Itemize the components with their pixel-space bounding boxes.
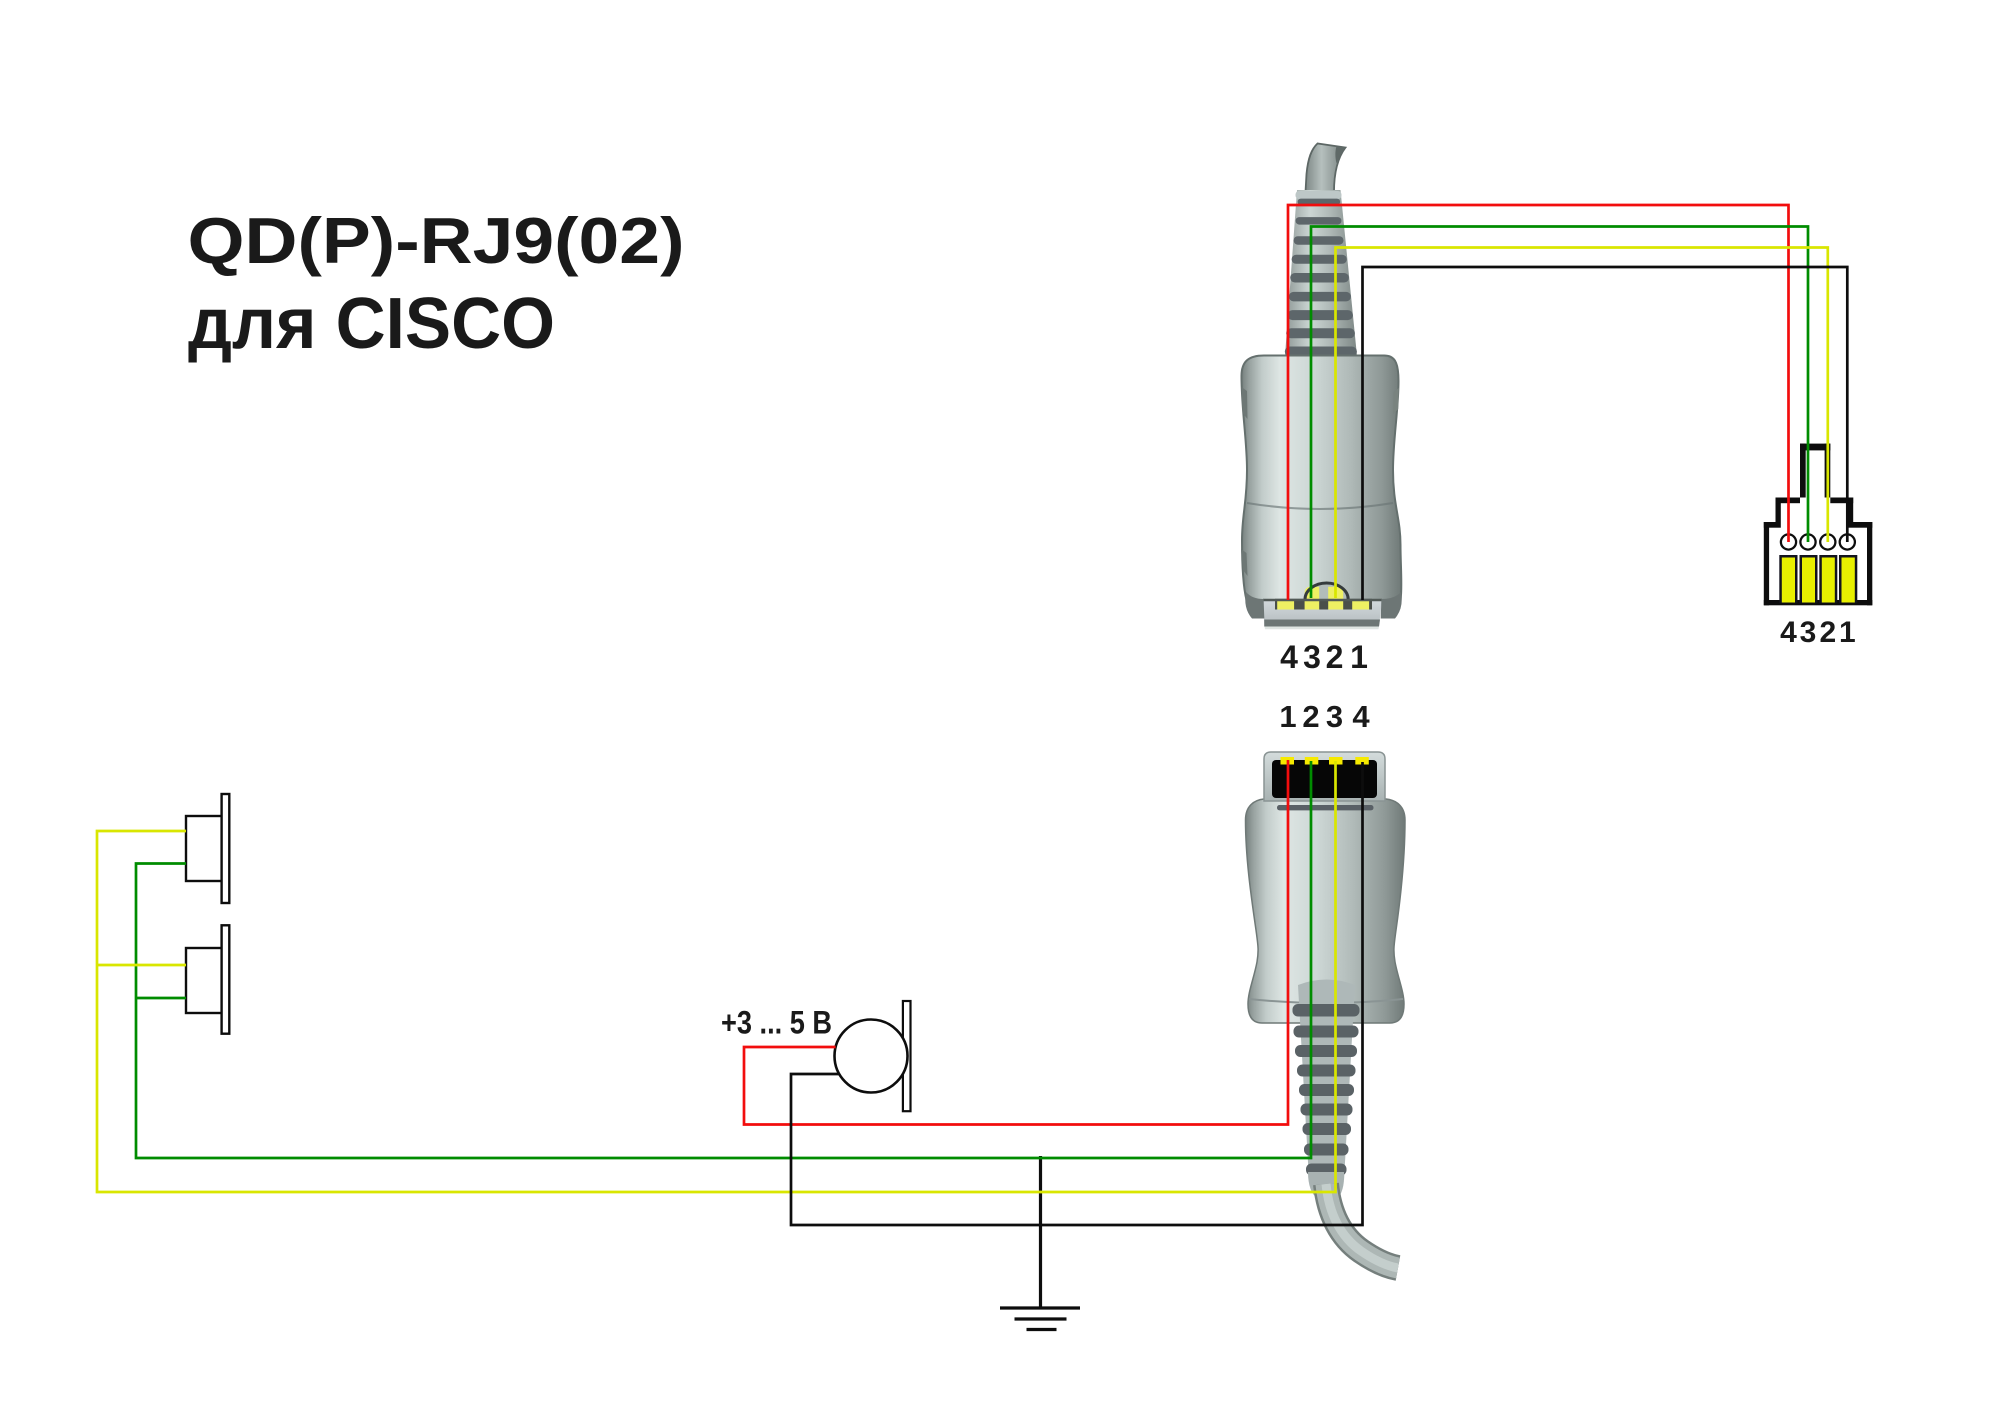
svg-text:для CISCO: для CISCO	[188, 284, 555, 364]
svg-text:1: 1	[1350, 639, 1368, 675]
svg-text:QD(P)-RJ9(02): QD(P)-RJ9(02)	[188, 204, 685, 277]
svg-text:2: 2	[1302, 699, 1319, 734]
svg-text:3: 3	[1800, 616, 1817, 649]
svg-text:+3 ... 5 В: +3 ... 5 В	[721, 1005, 832, 1041]
svg-text:4: 4	[1780, 616, 1797, 649]
svg-text:1: 1	[1839, 616, 1856, 649]
svg-text:2: 2	[1326, 639, 1344, 675]
svg-text:3: 3	[1326, 699, 1343, 734]
svg-text:4: 4	[1280, 639, 1298, 675]
svg-text:3: 3	[1303, 639, 1321, 675]
svg-text:1: 1	[1279, 699, 1296, 734]
svg-text:2: 2	[1819, 616, 1836, 649]
svg-text:4: 4	[1352, 699, 1370, 734]
